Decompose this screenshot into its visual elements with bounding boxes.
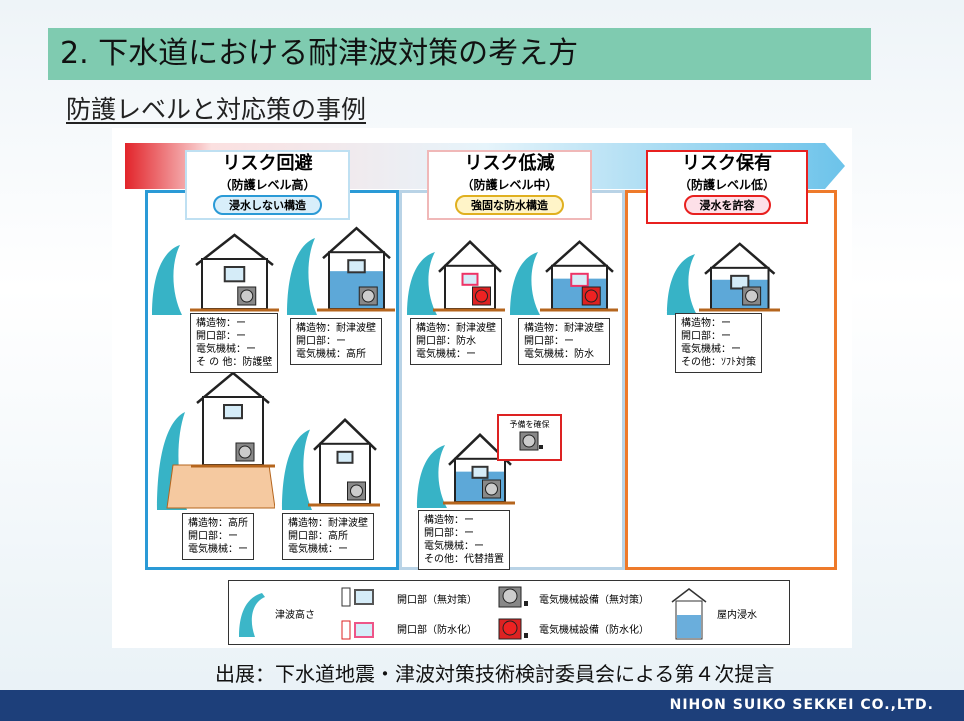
case-info-box: 構造物：ー開口部：ー電気機械：ーそ の 他：防護壁: [190, 313, 279, 373]
spare-equipment-box: 予備を確保: [497, 414, 562, 461]
house-illustration: [407, 240, 505, 315]
legend-electrical-waterproof: 電気機械設備（防水化）: [539, 625, 649, 636]
case-info-line: 開口部：ー: [188, 531, 238, 542]
case-info-line: 構造物：耐津波壁: [524, 323, 604, 334]
case-info-line: 電気機械：ー: [288, 544, 348, 555]
column-policy: 浸水しない構造: [213, 195, 322, 215]
case-info-line: 電気機械：ー: [416, 349, 476, 360]
header-risk-avoidance: リスク回避 （防護レベル高） 浸水しない構造: [185, 150, 350, 220]
case-info-box: 構造物：高所開口部：ー電気機械：ー: [182, 513, 254, 560]
case-info-line: 開口部：ー: [524, 336, 574, 347]
case-info-line: 電気機械：ー: [196, 344, 256, 355]
spare-label: 予備を確保: [509, 420, 550, 429]
case-info-line: その他：ｿﾌﾄ対策: [681, 357, 756, 368]
case-info-line: 開口部：ー: [681, 331, 731, 342]
case-info-line: 電気機械：ー: [681, 344, 741, 355]
case-info-line: 開口部：ー: [424, 528, 474, 539]
legend-opening-none: 開口部（無対策）: [397, 595, 477, 606]
electrical-equipment-icon: [519, 431, 543, 451]
case-info-line: 構造物：ー: [196, 318, 246, 329]
house-illustration: [157, 371, 275, 510]
case-info-line: 開口部：防水: [416, 336, 476, 347]
header-risk-retention: リスク保有 （防護レベル低） 浸水を許容: [646, 150, 808, 224]
header-risk-reduction: リスク低減 （防護レベル中） 強固な防水構造: [427, 150, 592, 220]
case-info-box: 構造物：ー開口部：ー電気機械：ーその他：ｿﾌﾄ対策: [675, 313, 762, 373]
case-info-line: 電気機械：防水: [524, 349, 594, 360]
house-illustration: [287, 226, 395, 315]
legend-wave: 津波高さ: [275, 610, 315, 621]
column-title: リスク保有: [682, 153, 772, 174]
house-illustration: [667, 242, 780, 315]
case-info-line: 電気機械：ー: [424, 541, 484, 552]
legend-electrical-none: 電気機械設備（無対策）: [539, 595, 649, 606]
footer-company: NIHON SUIKO SEKKEI CO.,LTD.: [0, 690, 964, 721]
case-info-box: 構造物：耐津波壁開口部：ー電気機械：高所: [290, 318, 382, 365]
house-illustration: [417, 433, 515, 508]
column-level: （防護レベル高）: [219, 178, 316, 192]
case-info-line: 構造物：耐津波壁: [296, 323, 376, 334]
case-info-line: 構造物：ー: [681, 318, 731, 329]
house-illustration: [510, 240, 618, 315]
case-info-box: 構造物：耐津波壁開口部：ー電気機械：防水: [518, 318, 610, 365]
case-info-line: 構造物：耐津波壁: [416, 323, 496, 334]
legend-opening-waterproof: 開口部（防水化）: [397, 625, 477, 636]
slide-subtitle: 防護レベルと対応策の事例: [66, 95, 367, 124]
legend-indoor-flood: 屋内浸水: [717, 610, 757, 621]
column-level: （防護レベル中）: [461, 178, 558, 192]
case-info-line: 電気機械：高所: [296, 349, 366, 360]
case-info-line: 開口部：ー: [196, 331, 246, 342]
opening-icons: [341, 587, 374, 640]
case-info-line: 開口部：ー: [296, 336, 346, 347]
column-title: リスク回避: [222, 153, 313, 174]
column-policy: 浸水を許容: [683, 195, 771, 215]
legend: 津波高さ 開口部（無対策） 開口部（防水化） 電気機械設備（無対策） 電気機械設…: [228, 580, 790, 645]
tsunami-wave-icon: [239, 593, 265, 637]
column-title: リスク低減: [464, 153, 555, 174]
case-info-line: 構造物：高所: [188, 518, 248, 529]
case-info-line: 電気機械：ー: [188, 544, 248, 555]
house-illustration: [282, 418, 380, 510]
case-info-box: 構造物：耐津波壁開口部：高所電気機械：ー: [282, 513, 374, 560]
indoor-flood-icon: [671, 588, 707, 640]
case-info-box: 構造物：ー開口部：ー電気機械：ーその他：代替措置: [418, 510, 510, 570]
case-info-line: その他：代替措置: [424, 554, 504, 565]
slide-title: 2. 下水道における耐津波対策の考え方: [48, 28, 871, 80]
house-illustration: [152, 233, 279, 315]
case-info-line: 開口部：高所: [288, 531, 348, 542]
case-info-line: 構造物：ー: [424, 515, 474, 526]
case-info-box: 構造物：耐津波壁開口部：防水電気機械：ー: [410, 318, 502, 365]
column-level: （防護レベル低）: [678, 178, 775, 192]
citation: 出展：下水道地震・津波対策技術検討委員会による第４次提言: [215, 662, 775, 686]
electrical-equipment-icons: [498, 586, 528, 640]
case-info-line: 構造物：耐津波壁: [288, 518, 368, 529]
case-info-line: そ の 他：防護壁: [196, 357, 273, 368]
column-policy: 強固な防水構造: [455, 195, 564, 215]
